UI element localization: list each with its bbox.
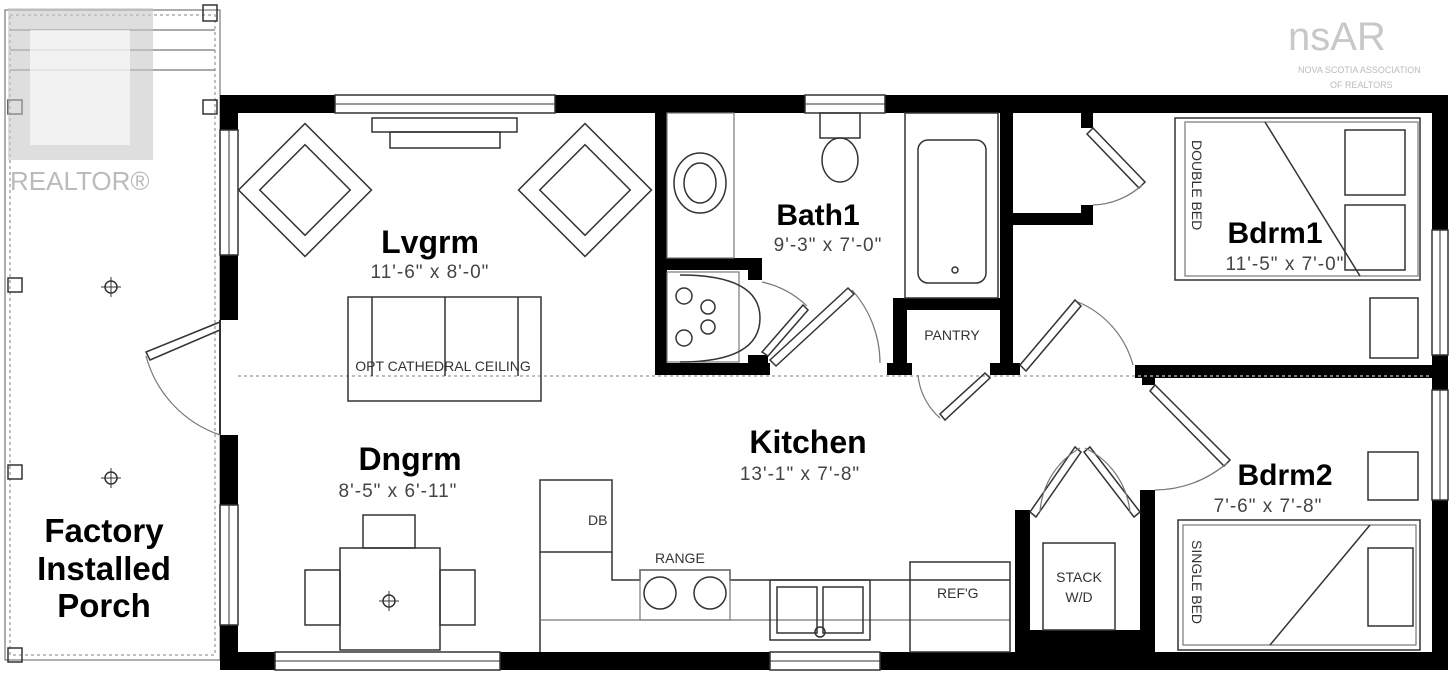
dining-table [304,514,476,651]
porch: Factory Installed Porch [4,4,221,663]
dishwasher-label: DB [588,512,607,528]
bath-name: Bath1 [776,199,859,232]
single-bed-label: SINGLE BED [1189,540,1205,624]
bath-dims: 9'-3" x 7'-0" [774,235,883,256]
double-bed-label: DOUBLE BED [1189,140,1205,230]
light-fixture-icon [101,468,121,488]
interior-walls [655,113,1432,652]
realtor-logo: REALTOR® [8,8,153,196]
porch-label-line2: Installed [37,550,171,587]
bedroom1-dims: 11'-5" x 7'-0" [1226,254,1345,275]
nsar-sub2: OF REALTORS [1330,80,1393,90]
exterior-walls [220,95,1448,670]
nsar-logo: nsAR NOVA SCOTIA ASSOCIATION OF REALTORS [1288,15,1421,90]
porch-label-line1: Factory [44,512,164,549]
single-bed [1177,451,1421,651]
kitchen-counters [539,479,1011,653]
interior-doors [760,126,1232,519]
front-door [144,320,221,436]
kitchen-dims: 13'-1" x 7'-8" [740,464,860,485]
stack-label: STACK [1056,569,1102,585]
range-label: RANGE [655,550,705,566]
bedroom2-dims: 7'-6" x 7'-8" [1214,496,1323,517]
bedroom2-name: Bdrm2 [1237,459,1332,492]
double-bed [1174,117,1421,359]
living-room-dims: 11'-6" x 8'-0" [371,262,490,283]
ceiling-label: OPT CATHEDRAL CEILING [355,358,531,374]
refrigerator-label: REF'G [937,585,979,601]
washer-dryer [1042,542,1116,631]
wd-label: W/D [1065,589,1092,605]
dining-dims: 8'-5" x 6'-11" [339,481,458,502]
light-fixture-icon [101,277,121,297]
realtor-logo-text: REALTOR® [10,166,150,196]
living-room-name: Lvgrm [381,224,479,260]
kitchen-name: Kitchen [749,424,866,460]
windows [219,94,1449,671]
bedroom1-name: Bdrm1 [1227,217,1322,250]
pantry-label: PANTRY [924,327,980,343]
living-furniture [237,117,653,402]
nsar-logo-text: nsAR [1288,15,1386,59]
porch-label-line3: Porch [57,587,151,624]
dining-name: Dngrm [358,441,461,477]
bath-fixtures [666,112,999,363]
nsar-sub1: NOVA SCOTIA ASSOCIATION [1298,65,1421,75]
